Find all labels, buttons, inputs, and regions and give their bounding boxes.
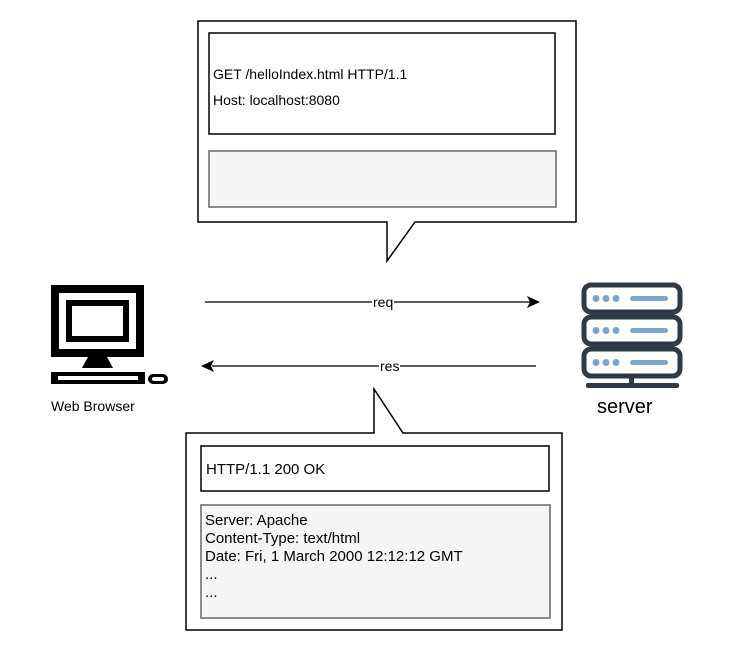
browser-label: Web Browser	[51, 398, 135, 414]
computer-icon	[51, 285, 168, 384]
host-header: Host: localhost:8080	[213, 92, 340, 108]
server-label: server	[597, 396, 653, 418]
req-label: req	[372, 294, 395, 310]
response-headers-box	[200, 504, 551, 619]
response-header-line: Content-Type: text/html	[205, 530, 361, 547]
response-headers: Server: Apache Content-Type: text/html D…	[205, 512, 463, 602]
response-header-line: ...	[205, 566, 218, 583]
response-status-box	[200, 445, 550, 492]
response-header-line: Date: Fri, 1 March 2000 12:12:12 GMT	[205, 548, 463, 565]
req-arrowhead	[527, 296, 540, 308]
response-header-line: Server: Apache	[205, 512, 308, 529]
response-header-line: ...	[205, 584, 218, 601]
res-label: res	[379, 358, 401, 374]
res-arrowhead	[201, 360, 214, 372]
server-icon	[581, 282, 683, 388]
request-line: GET /helloIndex.html HTTP/1.1	[213, 66, 408, 82]
status-line: HTTP/1.1 200 OK	[206, 461, 326, 478]
request-body-box	[208, 150, 557, 208]
request-header-box	[208, 32, 556, 135]
